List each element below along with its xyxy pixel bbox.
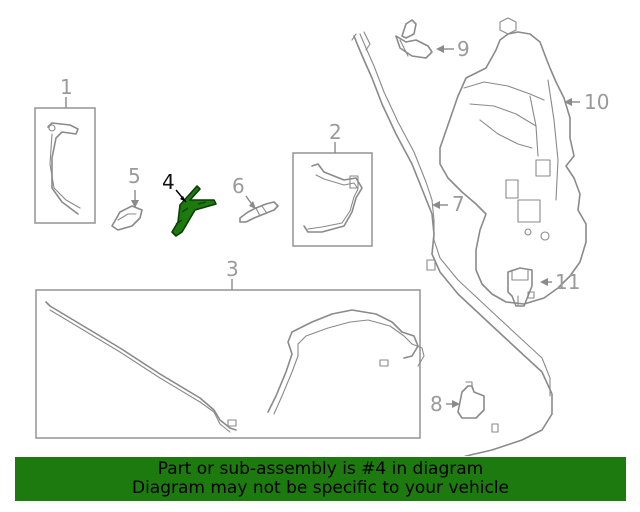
- part-9-cap[interactable]: [395, 19, 454, 59]
- part-3-box: [35, 289, 421, 439]
- part-2-pipe[interactable]: [292, 142, 373, 247]
- callout-2: 2: [329, 120, 342, 144]
- part-3-hose-assembly[interactable]: [35, 279, 425, 439]
- callout-1: 1: [60, 75, 73, 99]
- banner-line-2: Diagram may not be specific to your vehi…: [131, 478, 509, 498]
- callout-4: 4: [162, 170, 175, 194]
- part-5-nozzle[interactable]: [111, 190, 143, 231]
- callout-7: 7: [452, 192, 465, 216]
- part-8-pump[interactable]: [446, 381, 485, 419]
- part-6-connector[interactable]: [239, 195, 279, 223]
- parts-diagram: 1 2 3 4 5: [34, 17, 609, 456]
- part-10-reservoir[interactable]: [439, 17, 587, 305]
- callout-5: 5: [128, 164, 141, 188]
- callout-10: 10: [584, 90, 609, 114]
- callout-6: 6: [232, 174, 245, 198]
- callout-3: 3: [226, 257, 239, 281]
- part-2-box: [292, 152, 373, 247]
- part-7-long-hose[interactable]: [351, 31, 553, 456]
- callout-11: 11: [555, 270, 580, 294]
- part-1-hose[interactable]: [34, 97, 96, 224]
- part-4-connector-highlighted[interactable]: [171, 185, 217, 237]
- banner-line-1: Part or sub-assembly is #4 in diagram: [157, 459, 484, 479]
- part-1-box: [34, 107, 96, 224]
- part-11-motor[interactable]: [507, 267, 552, 307]
- callout-9: 9: [457, 37, 470, 61]
- callout-8: 8: [430, 392, 443, 416]
- info-banner: Part or sub-assembly is #4 in diagram Di…: [15, 457, 626, 501]
